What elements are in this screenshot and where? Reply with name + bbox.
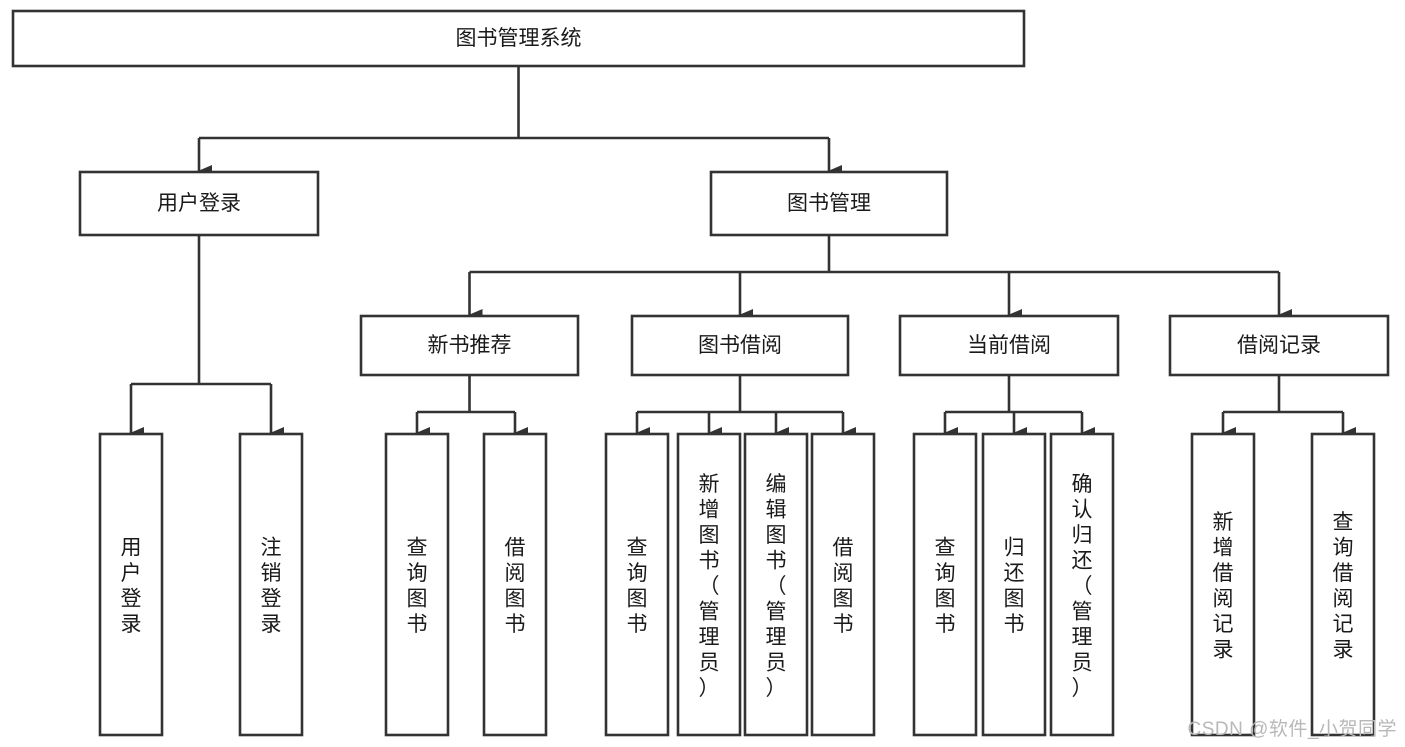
node-label-leaf-add-record: 新增借阅记录	[1213, 511, 1234, 662]
node-box-root	[11, 9, 1026, 68]
node-box-leaf-borrow-book-2	[810, 432, 876, 737]
connector-layer	[129, 66, 1356, 439]
node-leaf-query-book-3[interactable]: 查询图书	[912, 432, 978, 737]
node-leaf-borrow-book-2[interactable]: 借阅图书	[810, 432, 876, 737]
node-box-new-book-recommend	[359, 314, 580, 377]
node-label-leaf-confirm-return: 确认归还（管理员）	[1072, 473, 1093, 700]
node-leaf-add-book[interactable]: 新增图书（管理员）	[676, 432, 742, 737]
node-leaf-query-record[interactable]: 查询借阅记录	[1310, 432, 1376, 737]
node-label-leaf-user-logout: 注销登录	[261, 537, 282, 637]
node-label-leaf-query-book-3: 查询图书	[935, 537, 956, 637]
node-leaf-return-book[interactable]: 归还图书	[981, 432, 1047, 737]
node-borrow-record[interactable]: 借阅记录	[1168, 314, 1390, 377]
node-box-leaf-query-book-2	[604, 432, 670, 737]
node-box-leaf-add-record	[1190, 432, 1256, 737]
node-current-borrow[interactable]: 当前借阅	[898, 314, 1120, 377]
node-box-leaf-query-book-1	[384, 432, 450, 737]
node-label-leaf-user-login: 用户登录	[121, 537, 142, 637]
node-new-book-recommend[interactable]: 新书推荐	[359, 314, 580, 377]
node-label-root: 图书管理系统	[456, 27, 582, 50]
node-box-leaf-return-book	[981, 432, 1047, 737]
node-leaf-edit-book[interactable]: 编辑图书（管理员）	[743, 432, 809, 737]
node-box-leaf-edit-book	[743, 432, 809, 737]
node-box-leaf-user-logout	[238, 432, 304, 737]
node-box-leaf-confirm-return	[1049, 432, 1115, 737]
node-leaf-user-login[interactable]: 用户登录	[98, 432, 164, 737]
node-leaf-query-book-2[interactable]: 查询图书	[604, 432, 670, 737]
node-leaf-query-book-1[interactable]: 查询图书	[384, 432, 450, 737]
node-label-leaf-add-book: 新增图书（管理员）	[699, 473, 720, 700]
node-label-book-manage: 图书管理	[787, 192, 871, 215]
node-leaf-user-logout[interactable]: 注销登录	[238, 432, 304, 737]
node-box-current-borrow	[898, 314, 1120, 377]
node-leaf-borrow-book-1[interactable]: 借阅图书	[482, 432, 548, 737]
node-label-leaf-return-book: 归还图书	[1004, 537, 1025, 637]
node-box-leaf-query-book-3	[912, 432, 978, 737]
node-box-leaf-user-login	[98, 432, 164, 737]
node-box-user-login	[78, 170, 320, 237]
node-leaf-confirm-return[interactable]: 确认归还（管理员）	[1049, 432, 1115, 737]
node-user-login[interactable]: 用户登录	[78, 170, 320, 237]
node-root[interactable]: 图书管理系统	[11, 9, 1026, 68]
node-box-leaf-borrow-book-1	[482, 432, 548, 737]
node-label-leaf-query-record: 查询借阅记录	[1333, 511, 1354, 662]
node-layer: 图书管理系统用户登录图书管理新书推荐图书借阅当前借阅借阅记录用户登录注销登录查询…	[11, 9, 1390, 737]
node-box-borrow-record	[1168, 314, 1390, 377]
node-label-leaf-query-book-1: 查询图书	[407, 537, 428, 637]
node-leaf-add-record[interactable]: 新增借阅记录	[1190, 432, 1256, 737]
node-label-borrow-record: 借阅记录	[1237, 334, 1321, 357]
node-box-leaf-query-record	[1310, 432, 1376, 737]
node-box-book-borrow	[630, 314, 850, 377]
node-label-current-borrow: 当前借阅	[967, 334, 1051, 357]
node-label-new-book-recommend: 新书推荐	[428, 334, 512, 357]
node-label-user-login: 用户登录	[157, 192, 241, 215]
node-box-book-manage	[709, 170, 949, 237]
node-book-borrow[interactable]: 图书借阅	[630, 314, 850, 377]
node-box-leaf-add-book	[676, 432, 742, 737]
node-label-leaf-borrow-book-1: 借阅图书	[505, 537, 526, 637]
node-label-book-borrow: 图书借阅	[698, 334, 782, 357]
node-label-leaf-query-book-2: 查询图书	[627, 537, 648, 637]
node-label-leaf-borrow-book-2: 借阅图书	[833, 537, 854, 637]
node-label-leaf-edit-book: 编辑图书（管理员）	[766, 473, 787, 700]
node-book-manage[interactable]: 图书管理	[709, 170, 949, 237]
